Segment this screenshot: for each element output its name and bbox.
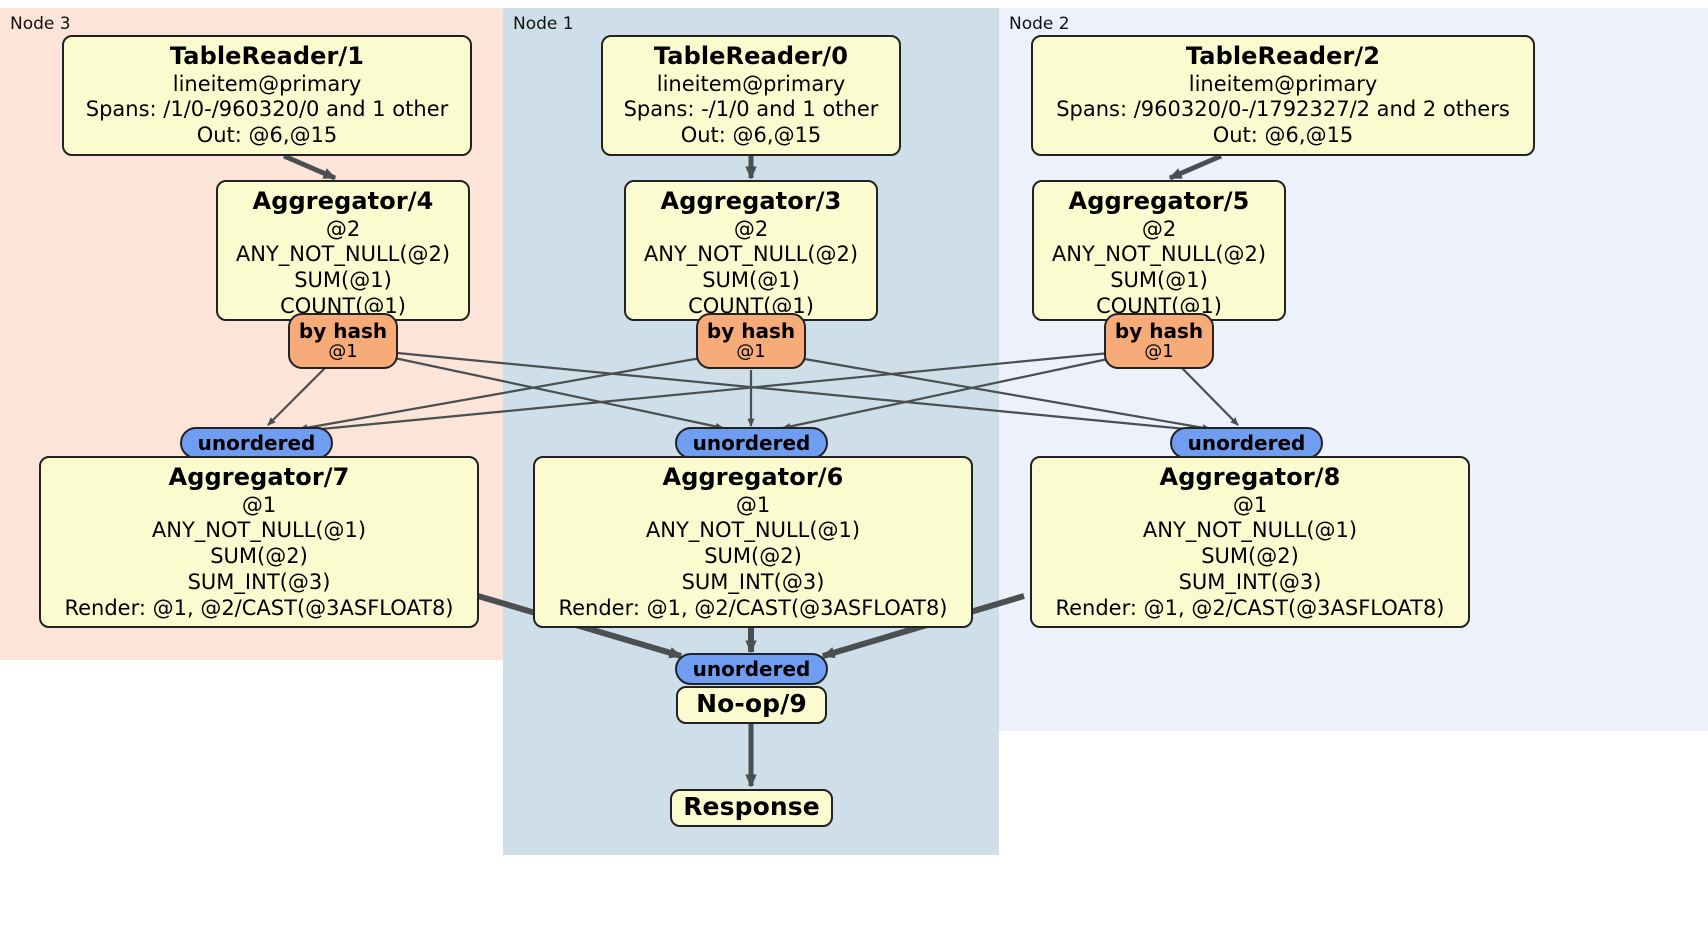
node-panel-label: Node 2 (1009, 14, 1070, 34)
processor-title: Aggregator/6 (662, 463, 844, 491)
processor-line: ANY_NOT_NULL(@1) (645, 518, 861, 543)
processor-title: Aggregator/8 (1159, 463, 1341, 491)
router-label: by hash (1114, 318, 1204, 343)
processor-table-reader-0[interactable]: TableReader/0 lineitem@primary Spans: -/… (601, 35, 901, 156)
processor-line: SUM(@1) (294, 268, 392, 293)
processor-line: @2 (325, 216, 361, 241)
processor-title: TableReader/1 (169, 42, 365, 70)
processor-line: SUM_INT(@3) (187, 570, 331, 594)
router-label: by hash (298, 318, 388, 343)
node-panel-label: Node 3 (10, 14, 71, 34)
processor-line: SUM(@2) (1201, 544, 1299, 569)
processor-line: ANY_NOT_NULL(@2) (643, 242, 859, 267)
processor-aggregator-5[interactable]: Aggregator/5 @2 ANY_NOT_NULL(@2) SUM(@1)… (1032, 180, 1286, 321)
processor-line: Render: @1, @2/CAST(@3ASFLOAT8) (64, 595, 454, 620)
processor-line: SUM(@1) (1110, 268, 1208, 293)
processor-title: Aggregator/5 (1068, 187, 1250, 215)
processor-line: Out: @6,@15 (680, 123, 822, 148)
processor-line: Spans: /1/0-/960320/0 and 1 other (85, 97, 449, 122)
processor-line: SUM_INT(@3) (1178, 570, 1322, 594)
processor-line: lineitem@primary (1188, 71, 1378, 96)
processor-line: @2 (733, 216, 769, 241)
processor-line: Spans: /960320/0-/1792327/2 and 2 others (1056, 97, 1510, 122)
router-label: unordered (692, 430, 811, 455)
node-panel-label: Node 1 (513, 14, 574, 34)
router-by-hash-center[interactable]: by hash @1 (696, 313, 806, 369)
processor-aggregator-3[interactable]: Aggregator/3 @2 ANY_NOT_NULL(@2) SUM(@1)… (624, 180, 878, 321)
processor-line: ANY_NOT_NULL(@2) (235, 242, 451, 267)
router-sublabel: @1 (736, 341, 766, 363)
processor-title: Aggregator/7 (168, 463, 350, 491)
processor-aggregator-7[interactable]: Aggregator/7 @1 ANY_NOT_NULL(@1) SUM(@2)… (39, 456, 479, 628)
router-label: unordered (1187, 430, 1306, 455)
processor-line: Render: @1, @2/CAST(@3ASFLOAT8) (558, 595, 948, 620)
processor-line: Out: @6,@15 (1212, 123, 1354, 148)
processor-title: Response (683, 792, 820, 822)
processor-line: SUM_INT(@3) (681, 570, 825, 594)
processor-aggregator-8[interactable]: Aggregator/8 @1 ANY_NOT_NULL(@1) SUM(@2)… (1030, 456, 1470, 628)
processor-line: @1 (1232, 492, 1268, 517)
processor-title: No-op/9 (696, 689, 807, 719)
processor-line: Out: @6,@15 (196, 123, 338, 148)
processor-line: SUM(@2) (210, 544, 308, 569)
processor-line: lineitem@primary (656, 71, 846, 96)
processor-line: SUM(@2) (704, 544, 802, 569)
processor-line: @2 (1141, 216, 1177, 241)
processor-title: TableReader/2 (1185, 42, 1381, 70)
router-unordered-left[interactable]: unordered (180, 427, 333, 459)
router-by-hash-right[interactable]: by hash @1 (1104, 313, 1214, 369)
router-label: unordered (692, 656, 811, 681)
router-unordered-center[interactable]: unordered (675, 427, 828, 459)
processor-line: SUM(@1) (702, 268, 800, 293)
processor-line: Spans: -/1/0 and 1 other (623, 97, 879, 122)
router-unordered-final[interactable]: unordered (675, 653, 828, 685)
processor-response[interactable]: Response (670, 789, 833, 827)
router-by-hash-left[interactable]: by hash @1 (288, 313, 398, 369)
processor-title: TableReader/0 (653, 42, 849, 70)
processor-line: ANY_NOT_NULL(@1) (151, 518, 367, 543)
processor-table-reader-2[interactable]: TableReader/2 lineitem@primary Spans: /9… (1031, 35, 1535, 156)
router-label: by hash (706, 318, 796, 343)
processor-line: ANY_NOT_NULL(@1) (1142, 518, 1358, 543)
processor-title: Aggregator/4 (252, 187, 434, 215)
router-sublabel: @1 (328, 341, 358, 363)
processor-noop-9[interactable]: No-op/9 (676, 686, 827, 724)
processor-line: ANY_NOT_NULL(@2) (1051, 242, 1267, 267)
router-label: unordered (197, 430, 316, 455)
processor-line: Render: @1, @2/CAST(@3ASFLOAT8) (1055, 595, 1445, 620)
processor-line: @1 (241, 492, 277, 517)
processor-line: lineitem@primary (172, 71, 362, 96)
processor-table-reader-1[interactable]: TableReader/1 lineitem@primary Spans: /1… (62, 35, 472, 156)
processor-aggregator-6[interactable]: Aggregator/6 @1 ANY_NOT_NULL(@1) SUM(@2)… (533, 456, 973, 628)
router-sublabel: @1 (1144, 341, 1174, 363)
router-unordered-right[interactable]: unordered (1170, 427, 1323, 459)
processor-aggregator-4[interactable]: Aggregator/4 @2 ANY_NOT_NULL(@2) SUM(@1)… (216, 180, 470, 321)
processor-title: Aggregator/3 (660, 187, 842, 215)
processor-line: @1 (735, 492, 771, 517)
